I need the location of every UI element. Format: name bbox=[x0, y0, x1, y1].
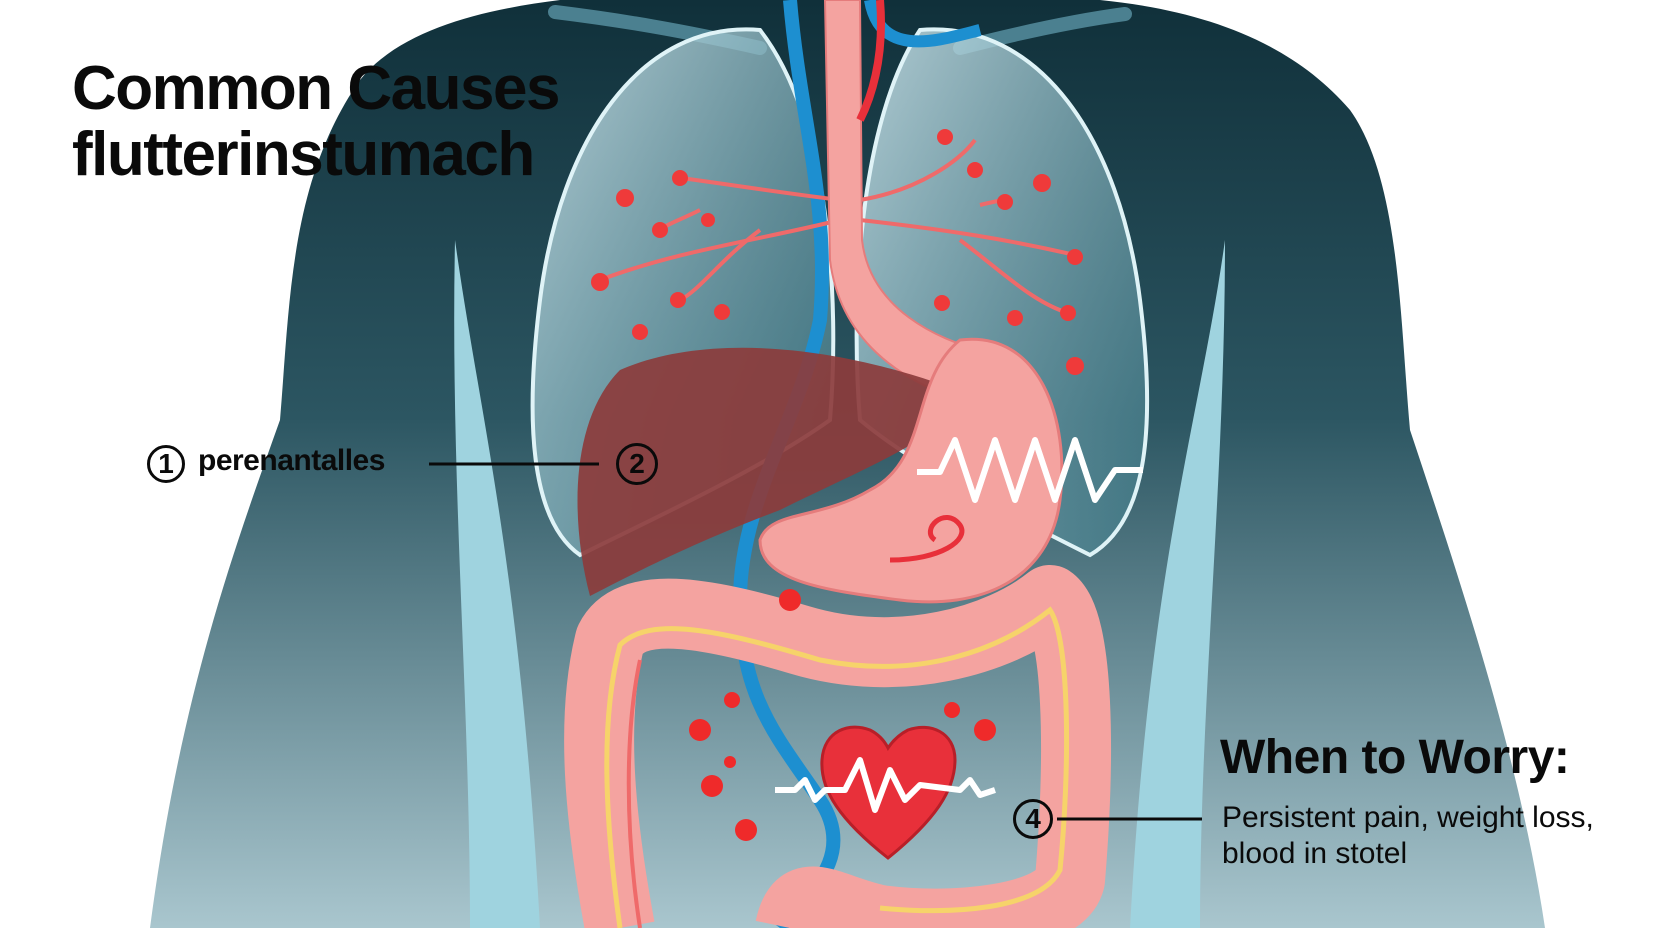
blue-vessel bbox=[732, 0, 841, 928]
red-dots bbox=[689, 589, 996, 841]
liver bbox=[577, 347, 970, 596]
intestine-red-line bbox=[626, 659, 642, 928]
side-band-right bbox=[1130, 240, 1225, 928]
side-band-left bbox=[454, 240, 540, 928]
red-artery bbox=[856, 0, 885, 122]
when-to-worry-body: Persistent pain, weight loss, blood in s… bbox=[1222, 800, 1594, 872]
callout-label-1: perenantalles bbox=[198, 444, 385, 477]
blue-vessel-branch bbox=[864, 0, 982, 48]
stomach-squiggle bbox=[889, 515, 965, 563]
title-line-1: Common Causes bbox=[72, 54, 560, 123]
alveoli bbox=[591, 129, 1084, 375]
stomach bbox=[758, 337, 1064, 604]
large-intestine bbox=[564, 565, 1111, 928]
page-title: Common Causes flutterinstumach bbox=[72, 54, 560, 189]
callout-number-1: 1 bbox=[147, 445, 185, 483]
heart bbox=[820, 725, 957, 860]
when-to-worry-line-1: Persistent pain, weight loss, bbox=[1222, 801, 1594, 834]
flutter-zigzag bbox=[917, 437, 1143, 503]
heartbeat-line bbox=[775, 757, 996, 813]
bronchi bbox=[599, 138, 1076, 314]
callout-number-4: 4 bbox=[1013, 799, 1053, 839]
title-line-2: flutterinstumach bbox=[72, 120, 535, 189]
when-to-worry-heading: When to Worry: bbox=[1220, 731, 1570, 784]
callout-number-2: 2 bbox=[616, 443, 658, 485]
intestine-yellow-line bbox=[604, 606, 1070, 928]
when-to-worry-line-2: blood in stotel bbox=[1222, 837, 1408, 870]
